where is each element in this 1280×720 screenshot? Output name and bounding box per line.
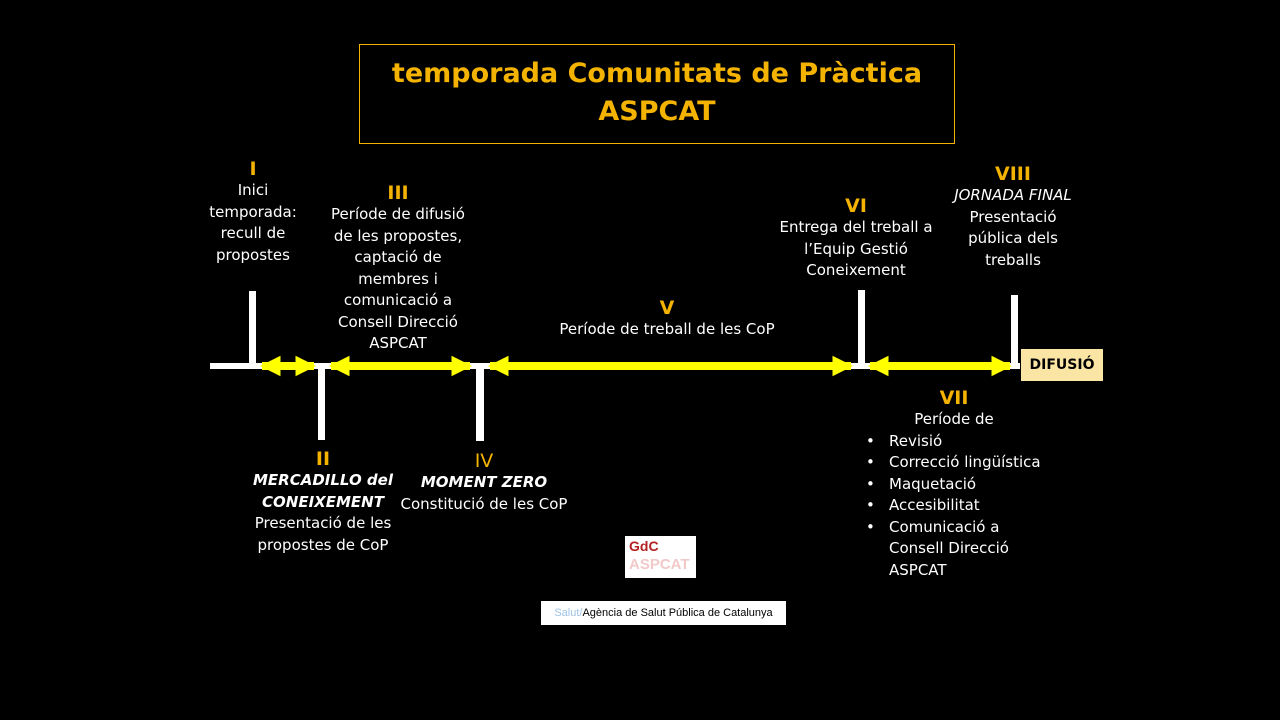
milestone-iii: III Període de difusió de les propostes,… [318, 182, 478, 355]
milestone-i-line: recull de [220, 224, 286, 242]
milestone-i: I Inici temporada: recull de propostes [193, 158, 313, 266]
agency-name: Agència de Salut Pública de Catalunya [582, 607, 773, 619]
milestone-vi-line: Entrega del treball a [779, 218, 933, 236]
milestone-viii-italic: JORNADA FINAL [954, 186, 1072, 204]
milestone-viii-line: pública dels [968, 229, 1058, 247]
milestone-i-line: temporada: [209, 202, 297, 221]
tick-iv [476, 364, 484, 441]
agency-salut: Salut [554, 607, 580, 619]
milestone-v-numeral: V [659, 297, 675, 319]
revision-item: Revisió [864, 431, 1064, 453]
revision-item: Comunicació a Consell Direcció ASPCAT [864, 517, 1064, 582]
tick-ii [318, 366, 325, 440]
timeline-title: temporada Comunitats de Pràctica ASPCAT [359, 44, 955, 144]
milestone-viii: VIII JORNADA FINAL Presentació pública d… [943, 163, 1083, 271]
revision-item-line: Consell Direcció [889, 539, 1009, 557]
title-line-2: ASPCAT [598, 96, 716, 127]
revision-item-line: Comunicació a [889, 517, 1000, 536]
revision-list: Revisió Correcció lingüística Maquetació… [864, 431, 1064, 582]
gdc-logo-top: GdC [629, 538, 659, 554]
revision-item: Correcció lingüística [864, 452, 1064, 474]
milestone-vi-line: l’Equip Gestió [804, 239, 908, 258]
agency-separator: / [579, 607, 583, 619]
milestone-iii-line: de les propostes, [333, 226, 463, 245]
milestone-iv: IV MOMENT ZERO Constitució de les CoP [394, 450, 574, 515]
milestone-ii-line: propostes de CoP [257, 535, 389, 554]
milestone-iii-line: captació de [354, 248, 442, 266]
agency-logo: Salut/Agència de Salut Pública de Catalu… [541, 601, 786, 625]
gdc-logo-bottom: ASPCAT [629, 556, 690, 573]
milestone-iii-line: Període de difusió [331, 205, 465, 223]
milestone-iv-line: Constitució de les CoP [400, 494, 568, 513]
milestone-iii-line: comunicació a [343, 291, 453, 309]
tick-i [249, 291, 256, 366]
milestone-ii-line: Presentació de les [254, 514, 392, 532]
revision-item-line: ASPCAT [889, 560, 947, 579]
milestone-v-line: Període de treball de les CoP [559, 320, 775, 338]
milestone-vii: VII Període de Revisió Correcció lingüís… [864, 387, 1064, 581]
milestone-vi: VI Entrega del treball a l’Equip Gestió … [771, 195, 941, 282]
milestone-iv-italic: MOMENT ZERO [420, 473, 548, 491]
milestone-vii-intro: Període de [914, 410, 994, 428]
milestone-vi-numeral: VI [845, 195, 867, 217]
milestone-viii-numeral: VIII [995, 163, 1031, 185]
tick-viii [1011, 295, 1018, 366]
milestone-ii-italic: MERCADILLO del [253, 471, 393, 489]
milestone-viii-line: Presentació [969, 207, 1057, 226]
milestone-ii-italic: CONEIXEMENT [262, 492, 384, 511]
revision-item: Maquetació [864, 474, 1064, 496]
milestone-i-numeral: I [249, 158, 257, 180]
milestone-vi-line: Coneixement [806, 261, 906, 279]
milestone-ii-numeral: II [315, 448, 331, 470]
title-line-1: temporada Comunitats de Pràctica [391, 58, 923, 89]
milestone-iii-line: membres i [358, 269, 438, 288]
gdc-logo: GdC ASPCAT [625, 536, 696, 578]
difusio-badge: DIFUSIÓ [1021, 349, 1103, 381]
milestone-iii-numeral: III [387, 182, 409, 204]
revision-item: Accesibilitat [864, 495, 1064, 517]
milestone-vii-numeral: VII [939, 387, 969, 409]
milestone-iii-line: Consell Direcció [338, 312, 458, 331]
milestone-i-line: Inici [237, 181, 269, 199]
tick-vi [858, 290, 865, 366]
milestone-v: V Període de treball de les CoP [537, 297, 797, 341]
milestone-iv-numeral: IV [474, 450, 494, 472]
milestone-i-line: propostes [216, 245, 290, 264]
milestone-viii-line: treballs [985, 250, 1041, 269]
milestone-iii-line: ASPCAT [369, 334, 427, 352]
milestone-ii: II MERCADILLO del CONEIXEMENT Presentaci… [243, 448, 403, 556]
